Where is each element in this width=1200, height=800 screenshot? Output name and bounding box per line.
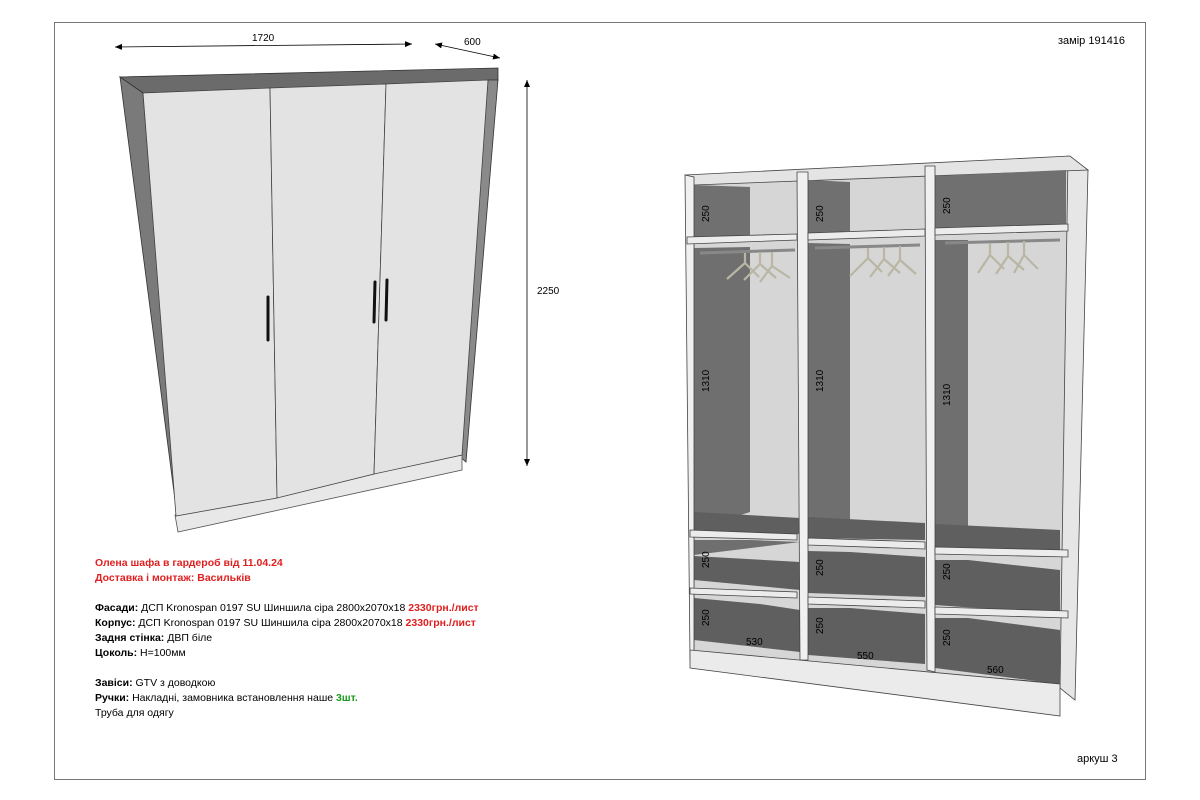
plinth (689, 649, 1061, 717)
lower1-height-1: 250 (701, 551, 712, 568)
depth-dimension-line (434, 42, 501, 60)
open-dimensions: 250 250 250 1310 1310 1310 250 250 250 2… (701, 197, 1004, 676)
hanging-floor-2 (808, 517, 925, 540)
hanging-side-2 (808, 243, 850, 530)
door-right (373, 79, 489, 475)
lower2-height-1: 250 (701, 609, 712, 626)
delivery-line: Доставка і монтаж: Васильків (95, 572, 251, 584)
width-dimension: 1720 (252, 33, 275, 44)
lower-compartment-1 (694, 540, 800, 555)
depth-dimension: 600 (464, 37, 481, 48)
hangers (726, 241, 1039, 283)
hanging-floor-1 (694, 512, 800, 534)
order-title: Олена шафа в гардероб від 11.04.24 (95, 557, 283, 569)
lower-compartment-1b (694, 556, 800, 590)
clothing-rail-2 (814, 243, 921, 250)
shelf-edges (686, 223, 1069, 619)
height-dimension: 2250 (537, 286, 560, 297)
hanging-side-3 (935, 240, 968, 547)
door-handle-middle (372, 280, 377, 324)
plinth-line: Цоколь: Н=100мм (95, 647, 186, 659)
clothing-rail-1 (699, 248, 796, 255)
top-compartment-2 (808, 180, 850, 234)
top-height-1: 250 (701, 205, 712, 222)
top-compartment-3 (935, 170, 1066, 228)
partition-1 (796, 171, 809, 661)
lower2-height-2: 250 (815, 617, 826, 634)
sheet-label: аркуш 3 (1077, 753, 1118, 765)
back-line: Задня стінка: ДВП біле (95, 632, 213, 644)
hanging-floor-3 (935, 524, 1060, 550)
lower-compartment-2b (808, 551, 925, 597)
order-notes: Олена шафа в гардероб від 11.04.24 Доста… (95, 556, 479, 721)
width-dimension-line (114, 41, 413, 50)
closed-wardrobe: 1720 600 2250 (114, 33, 560, 533)
lower1-height-3: 250 (942, 563, 953, 580)
body-line: Корпус: ДСП Kronospan 0197 SU Шиншила сі… (95, 617, 476, 629)
door-left (142, 87, 278, 517)
partition-2 (924, 165, 936, 673)
section-width-2: 550 (857, 651, 874, 662)
hinges-line: Завіси: GTV з доводкою (95, 677, 216, 689)
hanging-height-2: 1310 (815, 369, 826, 392)
lower-compartment-1c (694, 598, 800, 652)
section-width-1: 530 (746, 637, 763, 648)
hanging-side-1 (694, 247, 750, 530)
lower1-height-2: 250 (815, 559, 826, 576)
door-handle-right (384, 278, 389, 322)
handles-line: Ручки: Накладні, замовника встановлення … (95, 692, 358, 704)
lower2-height-3: 250 (942, 629, 953, 646)
top-height-3: 250 (942, 197, 953, 214)
hanging-height-1: 1310 (701, 369, 712, 392)
open-wardrobe: 250 250 250 1310 1310 1310 250 250 250 2… (684, 155, 1090, 717)
top-height-2: 250 (815, 205, 826, 222)
clothing-rail-3 (944, 238, 1061, 245)
hanging-height-3: 1310 (942, 383, 953, 406)
top-compartment-1 (694, 185, 750, 240)
door-middle (269, 83, 387, 499)
lower-compartment-3c (935, 618, 1060, 684)
rail-line: Труба для одягу (95, 707, 174, 719)
measure-label: замір 191416 (1058, 35, 1126, 47)
facades-line: Фасади: ДСП Kronospan 0197 SU Шиншила сі… (95, 602, 479, 614)
section-width-3: 560 (987, 665, 1004, 676)
lower-compartment-3b (935, 560, 1060, 614)
lower-compartment-2c (808, 608, 925, 664)
